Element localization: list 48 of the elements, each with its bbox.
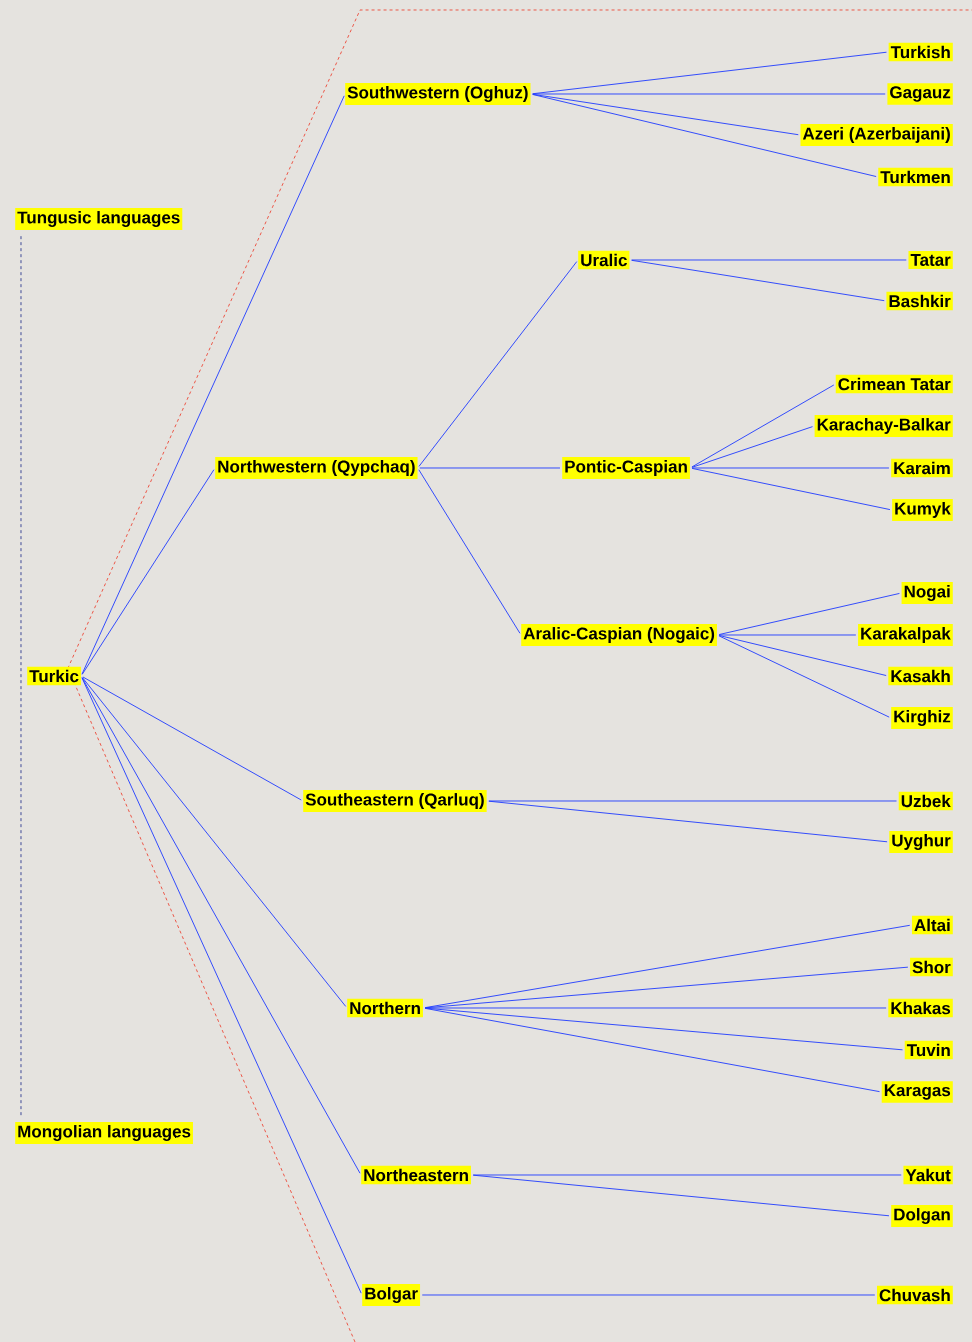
language-label: Tungusic languages	[15, 208, 183, 230]
connector-line	[718, 635, 890, 718]
connector-line	[691, 384, 835, 468]
connector-line	[718, 593, 900, 635]
language-label: Bolgar	[362, 1284, 421, 1306]
language-label: Karachay-Balkar	[814, 415, 953, 437]
language-label: Karagas	[881, 1081, 953, 1103]
language-label: Mongolian languages	[15, 1122, 193, 1144]
connector-line	[419, 467, 561, 469]
connector-line	[424, 1007, 887, 1009]
connector-line	[488, 800, 897, 802]
language-label: Nogai	[901, 582, 953, 604]
connector-line	[81, 677, 347, 1007]
language-label: Tatar	[908, 251, 953, 269]
connector-line	[20, 235, 22, 1117]
language-label: Kirghiz	[891, 707, 953, 729]
connector-line	[81, 677, 362, 1294]
connector-line	[631, 259, 885, 302]
language-label: Pontic-Caspian	[562, 457, 690, 479]
connector-line	[81, 95, 345, 675]
connector-line	[532, 94, 877, 177]
connector-line	[691, 426, 813, 468]
language-label: Northwestern (Qypchaq)	[215, 457, 418, 479]
connector-line	[532, 93, 886, 95]
connector-line	[472, 1174, 890, 1217]
language-label: Southeastern (Qarluq)	[303, 790, 487, 812]
language-label: Uyghur	[889, 831, 953, 853]
connector-line	[82, 676, 302, 801]
language-label: Azeri (Azerbaijani)	[800, 124, 953, 146]
connector-line	[418, 469, 521, 634]
connector-line	[418, 261, 578, 467]
connector-line	[472, 1174, 902, 1176]
connector-line	[691, 467, 891, 511]
language-label: Aralic-Caspian (Nogaic)	[521, 624, 717, 646]
connector-line	[81, 677, 361, 1174]
connector-line	[718, 635, 887, 676]
connector-line	[691, 467, 890, 469]
connector-line	[631, 259, 907, 261]
connector-line	[424, 1007, 880, 1093]
connector-line	[718, 634, 857, 636]
connector-line	[488, 800, 888, 843]
connector-line	[81, 469, 215, 675]
language-label: Karakalpak	[858, 624, 953, 646]
language-label: Gagauz	[887, 83, 953, 105]
connector-line	[421, 1294, 876, 1296]
language-label: Southwestern (Oghuz)	[345, 83, 531, 105]
language-label: Kumyk	[892, 499, 953, 521]
language-label: Dolgan	[891, 1205, 953, 1227]
